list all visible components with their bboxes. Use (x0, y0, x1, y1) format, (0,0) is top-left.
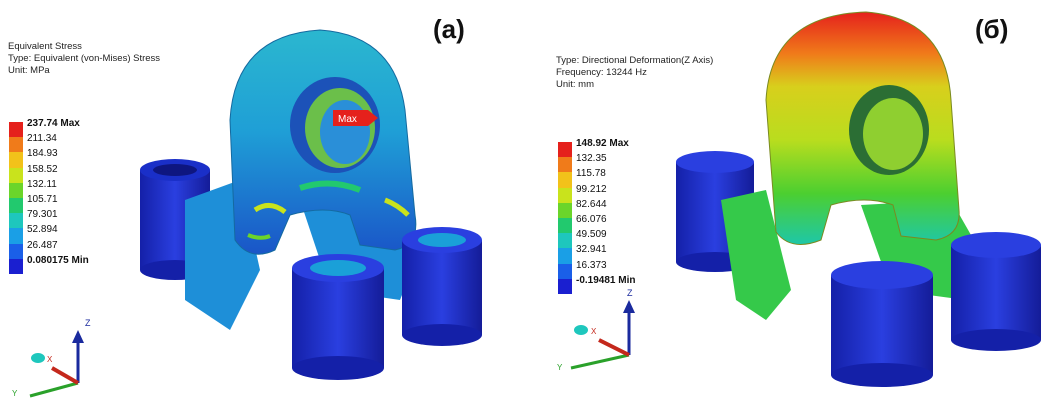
legend-swatch (9, 258, 23, 274)
panel-a-stress: Max Z X Y (a) Equivalent Stress Type: E (0, 0, 520, 398)
legend-swatch (9, 152, 23, 168)
legend-swatch (9, 122, 23, 138)
legend-swatch (9, 197, 23, 214)
axis-y-label-b: Y (557, 363, 563, 372)
legend-swatch (9, 243, 23, 259)
legend-value: 32.941 (576, 244, 607, 256)
legend-value: 115.78 (576, 168, 606, 180)
result-type: Type: Directional Deformation(Z Axis) (556, 55, 714, 66)
legend-value: 184.93 (27, 148, 58, 160)
legend-swatch (558, 263, 572, 279)
result-unit: Unit: MPa (8, 65, 50, 76)
legend-swatch (9, 167, 23, 183)
axis-x-label-b: X (591, 327, 597, 336)
result-type: Type: Equivalent (von-Mises) Stress (8, 53, 161, 64)
legend-swatch (558, 278, 572, 294)
axis-triad-b (570, 300, 635, 370)
figure-label-a: (a) (433, 14, 465, 44)
support-cylinder-right (402, 227, 482, 346)
legend-swatch (558, 217, 572, 234)
legend-swatch (9, 137, 23, 153)
stress-model-render: Max Z X Y (12, 29, 482, 398)
legend-swatch (558, 187, 572, 203)
result-info-a: Equivalent Stress Type: Equivalent (von-… (8, 41, 160, 77)
legend-value: 16.373 (576, 259, 607, 271)
result-info-b: Type: Directional Deformation(Z Axis) Fr… (556, 55, 713, 91)
legend-value: 0.080175 Min (27, 254, 89, 266)
figure-label-b: (б) (975, 14, 1009, 44)
result-title: Equivalent Stress (8, 41, 82, 52)
axis-z-label-b: Z (627, 288, 633, 298)
legend-value: 82.644 (576, 198, 607, 210)
support-cylinder-front (292, 254, 384, 380)
panel-b-deformation: Z X Y (б) Type: Directional Deformation(… (521, 0, 1041, 398)
legend-value: 105.71 (27, 193, 58, 205)
legend-swatch (558, 233, 572, 249)
legend-swatch (558, 172, 572, 188)
axis-z-label: Z (85, 318, 91, 328)
support-cylinder-right-b (951, 232, 1041, 351)
legend-value: 26.487 (27, 239, 58, 251)
legend-value: 66.076 (576, 213, 607, 225)
legend-value: 49.509 (576, 229, 607, 241)
legend-value: 132.35 (576, 153, 607, 165)
max-marker-label: Max (338, 114, 357, 125)
legend-value: 79.301 (27, 209, 58, 221)
deformation-model-render: Z X Y (557, 11, 1041, 387)
legend-value: 211.34 (27, 133, 57, 145)
legend-swatch (558, 142, 572, 158)
legend-value: 148.92 Max (576, 138, 629, 149)
legend-swatch (558, 157, 572, 173)
legend-swatch (9, 182, 23, 198)
legend-value: 52.894 (27, 224, 58, 236)
legend-value: 237.74 Max (27, 118, 80, 129)
legend-value: 132.11 (27, 178, 57, 190)
max-marker (333, 110, 378, 126)
support-cylinder-front-b (831, 261, 933, 387)
legend-swatch (558, 248, 572, 264)
result-unit: Unit: mm (556, 79, 594, 90)
legend-swatch (558, 202, 572, 218)
legend-swatch (9, 228, 23, 244)
left-leg-b (721, 190, 791, 320)
legend-value: -0.19481 Min (576, 274, 636, 286)
axis-y-label: Y (12, 389, 18, 398)
axis-triad (29, 330, 84, 398)
legend-swatch (9, 213, 23, 229)
legend-value: 99.212 (576, 183, 607, 195)
axis-x-label: X (47, 355, 53, 364)
legend-value: 158.52 (27, 163, 58, 175)
result-frequency: Frequency: 13244 Hz (556, 67, 647, 78)
